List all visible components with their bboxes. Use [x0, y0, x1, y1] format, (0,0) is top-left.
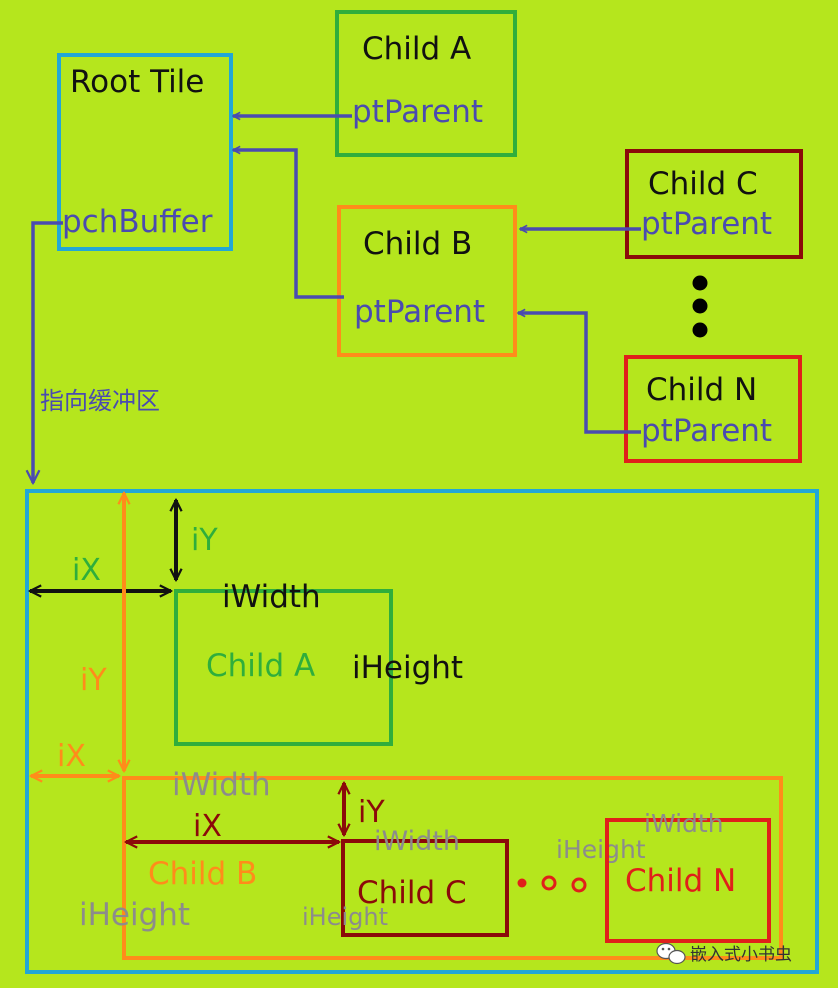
child-b-box	[337, 205, 517, 357]
a-iy-label: iY	[191, 523, 218, 558]
horizontal-ellipsis	[517, 875, 587, 893]
a-height-label: iHeight	[352, 650, 463, 686]
child-n-box	[624, 355, 802, 463]
root-tile-box	[57, 53, 233, 251]
child-a-title: Child A	[362, 31, 471, 67]
child-c-region	[341, 839, 509, 937]
child-c-box	[625, 149, 803, 259]
n-width-label: iWidth	[644, 809, 724, 838]
n-region-label: Child N	[625, 863, 736, 899]
n-height-label: iHeight	[556, 835, 646, 864]
buffer-note: 指向缓冲区	[40, 387, 160, 415]
c-width-label: iWidth	[374, 826, 460, 857]
root-tile-title: Root Tile	[70, 64, 204, 100]
c-ix-label: iX	[193, 809, 222, 844]
c-region-label: Child C	[357, 875, 467, 911]
root-buffer-label: pchBuffer	[62, 204, 213, 240]
b-ix-label: iX	[57, 739, 86, 774]
child-a-region	[174, 589, 393, 746]
child-n-title: Child N	[646, 372, 757, 408]
a-ix-label: iX	[72, 553, 101, 588]
vertical-ellipsis	[692, 275, 708, 338]
child-b-region	[122, 776, 783, 960]
buffer-area	[25, 489, 819, 974]
child-c-parent-label: ptParent	[641, 206, 772, 242]
child-b-title: Child B	[363, 226, 472, 262]
child-b-parent-label: ptParent	[354, 294, 485, 330]
child-a-box	[335, 10, 517, 157]
b-iy-label: iY	[80, 663, 107, 698]
c-iy-label: iY	[358, 795, 385, 830]
arrow-buffer-down	[33, 221, 63, 483]
child-a-parent-label: ptParent	[352, 94, 483, 130]
b-region-label: Child B	[148, 856, 257, 892]
a-width-label: iWidth	[222, 579, 321, 615]
arrow-b-to-root	[233, 150, 344, 299]
b-height-label: iHeight	[79, 897, 190, 933]
wechat-icon	[656, 942, 686, 965]
a-region-label: Child A	[206, 648, 315, 684]
child-n-parent-label: ptParent	[641, 413, 772, 449]
watermark-text: 嵌入式小书虫	[690, 945, 792, 965]
b-width-label: iWidth	[172, 767, 271, 803]
child-n-region	[605, 818, 771, 943]
child-c-title: Child C	[648, 166, 758, 202]
arrow-n-to-b	[518, 313, 641, 434]
c-height-label: iHeight	[302, 903, 388, 931]
